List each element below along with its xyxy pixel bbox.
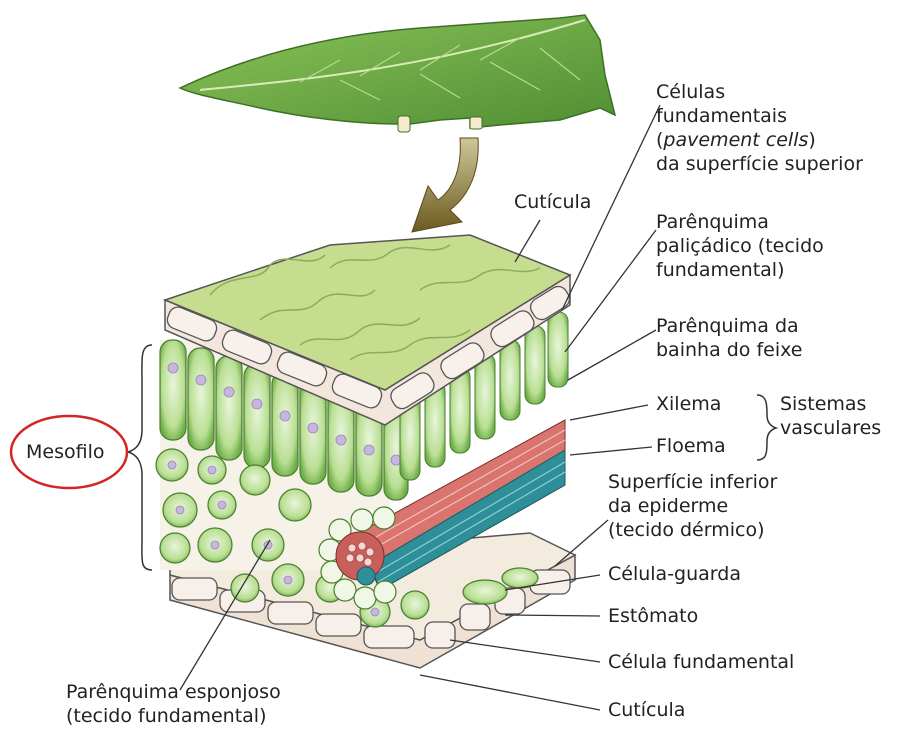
label-bainha-do-feixe: Parênquima da bainha do feixe	[656, 314, 802, 362]
label-celula-guarda: Célula-guarda	[608, 562, 741, 586]
label-cuticula-bottom: Cutícula	[608, 698, 685, 722]
label-celulas-fundamentais: Células fundamentais (pavement cells) da…	[656, 80, 863, 176]
label-parenquima-esponjoso: Parênquima esponjoso (tecido fundamental…	[66, 680, 281, 728]
sistemas-brace	[757, 395, 776, 460]
label-parenquima-palicadico: Parênquima paliçádico (tecido fundamenta…	[656, 210, 824, 282]
label-sistemas-vasculares: Sistemas vasculares	[780, 392, 881, 440]
label-superficie-inferior: Superfície inferior da epiderme (tecido …	[608, 470, 777, 542]
pavement-cells-italic: pavement cells	[663, 129, 808, 151]
label-mesofilo: Mesofilo	[26, 440, 104, 464]
label-xilema: Xilema	[656, 392, 721, 416]
label-floema: Floema	[656, 434, 726, 458]
curved-arrow	[412, 138, 478, 232]
mesofilo-brace	[128, 345, 152, 570]
label-cuticula-top: Cutícula	[514, 190, 591, 214]
leaf-illustration	[180, 15, 615, 132]
label-celula-fundamental: Célula fundamental	[608, 650, 794, 674]
label-estomato: Estômato	[608, 604, 698, 628]
